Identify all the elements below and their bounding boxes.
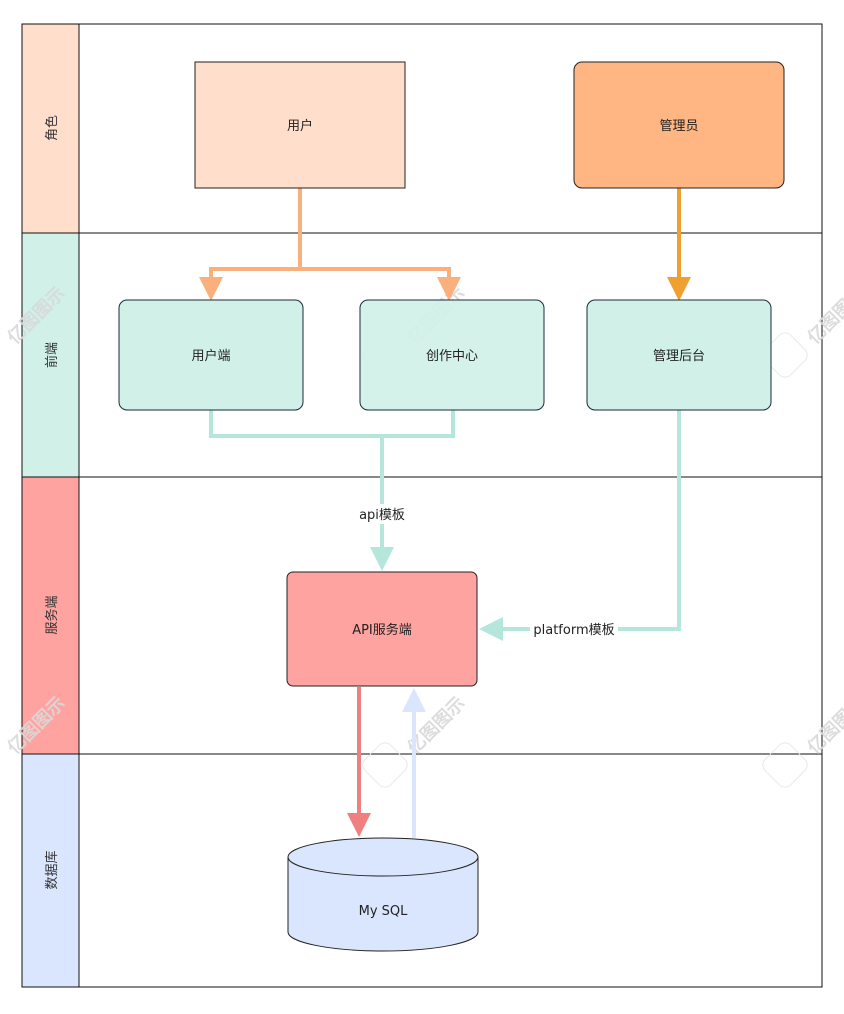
node-user[interactable]: 用户 [194, 61, 406, 189]
watermark-text: 亿图图示 [803, 692, 844, 758]
node-mysql[interactable]: My SQL [287, 837, 479, 952]
database-cylinder-icon [287, 857, 479, 952]
node-mysql-label: My SQL [359, 904, 409, 919]
lane-label-database: 数据库 [44, 850, 60, 889]
lane-label-server: 服务端 [44, 595, 60, 634]
lane-header-frontend [21, 232, 80, 478]
database-cylinder-top [287, 837, 479, 877]
edge-label-bg [530, 619, 618, 639]
edge-user-to-user-client[interactable] [199, 188, 302, 301]
node-admin-console[interactable]: 管理后台 [586, 299, 772, 411]
lane-role: 角色 [21, 23, 80, 234]
edge-label-bg [356, 504, 408, 524]
node-user-client-label: 用户端 [191, 348, 230, 364]
watermark-logo-icon [362, 742, 408, 788]
node-api-server-label: API服务端 [352, 622, 412, 638]
node-api-server[interactable]: API服务端 [286, 571, 478, 687]
node-admin-console-label: 管理后台 [653, 349, 705, 364]
edge-frontends-merge[interactable] [209, 410, 455, 438]
node-api-server-shape [286, 571, 478, 687]
diagram-frame [78, 23, 823, 988]
node-user-label: 用户 [287, 118, 313, 134]
watermark-logo-icon [762, 332, 808, 378]
edge-label-api-template: api模板 [359, 508, 405, 523]
edge-console-to-api: platform模板 [479, 410, 681, 641]
node-admin[interactable]: 管理员 [573, 61, 785, 189]
node-admin-console-shape [586, 299, 772, 411]
lane-database: 数据库 [21, 753, 80, 988]
lane-frontend: 前端 [21, 232, 80, 478]
node-user-client[interactable]: 用户端 [118, 299, 304, 411]
node-admin-shape [573, 61, 785, 189]
edge-label-platform-template: platform模板 [533, 623, 614, 638]
node-admin-label: 管理员 [659, 119, 698, 134]
watermark-logo-icon [762, 742, 808, 788]
lane-server: 服务端 [21, 476, 80, 755]
lane-header-role [21, 23, 80, 234]
node-creation-center-label: 创作中心 [426, 349, 478, 364]
node-user-client-shape [118, 299, 304, 411]
lane-label-role: 角色 [44, 115, 60, 141]
lane-header-server [21, 476, 80, 755]
lane-label-frontend: 前端 [44, 342, 60, 368]
node-creation-center-shape [359, 299, 545, 411]
watermark-text: 亿图图示 [803, 282, 844, 348]
node-creation-center[interactable]: 创作中心 [359, 299, 545, 411]
edge-user-to-frontends [199, 188, 461, 301]
edge-frontends-to-api: api模板 [209, 410, 455, 571]
node-user-shape [194, 61, 406, 189]
edge-platform-template[interactable] [479, 410, 681, 641]
edge-user-to-creation-center[interactable] [300, 267, 461, 301]
